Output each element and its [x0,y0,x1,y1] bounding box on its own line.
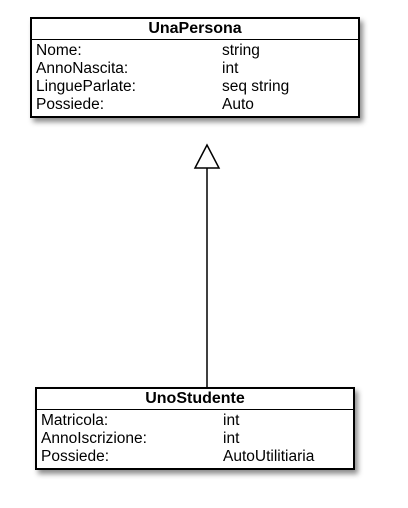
attribute-row: Nome: string [36,42,358,60]
attribute-type: int [223,430,240,447]
class-una-persona[interactable]: UnaPersona Nome: string AnnoNascita: int… [30,17,360,118]
attribute-name: AnnoNascita: [36,60,129,77]
attribute-name: Nome: [36,42,82,59]
attribute-name: Possiede: [36,96,105,113]
attribute-row: Matricola: int [41,412,353,430]
attribute-row: Possiede: AutoUtilitiaria [41,448,353,466]
attribute-type: Auto [222,96,254,113]
generalization-arrowhead [193,143,221,169]
attribute-type: int [223,412,240,429]
attribute-row: AnnoNascita: int [36,60,358,78]
attribute-row: AnnoIscrizione: int [41,430,353,448]
attribute-type: seq string [222,78,290,95]
attribute-row: LingueParlate: seq string [36,78,358,96]
class-name: UnaPersona [32,19,358,40]
attribute-row: Possiede: Auto [36,96,358,114]
attribute-name: Matricola: [41,412,109,429]
class-name: UnoStudente [37,389,353,410]
class-uno-studente[interactable]: UnoStudente Matricola: int AnnoIscrizion… [35,387,355,470]
attribute-type: AutoUtilitiaria [223,448,315,465]
attribute-name: Possiede: [41,448,110,465]
attribute-type: string [222,42,260,59]
attribute-list: Matricola: int AnnoIscrizione: int Possi… [37,410,353,468]
attribute-list: Nome: string AnnoNascita: int LingueParl… [32,40,358,116]
attribute-type: int [222,60,239,77]
attribute-name: LingueParlate: [36,78,136,95]
attribute-name: AnnoIscrizione: [41,430,147,447]
